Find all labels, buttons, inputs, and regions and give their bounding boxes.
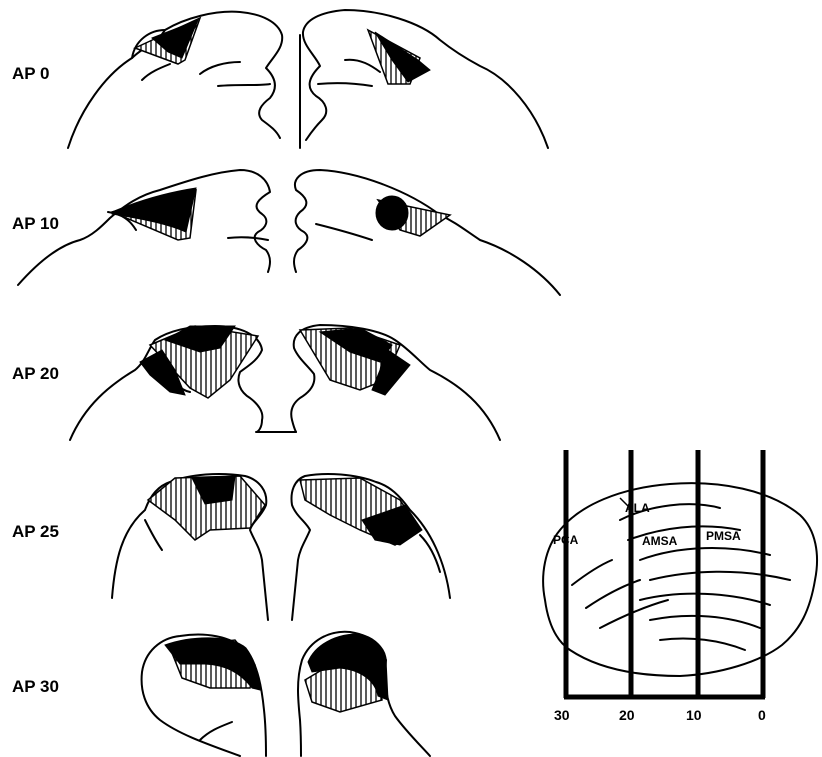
inset-outline [543, 483, 817, 676]
lesion-solid-area [376, 196, 408, 230]
section-ap25-left-hemisphere [112, 474, 268, 620]
inset-lateral-view: PCA ALA AMSA PMSA 30 20 10 0 [543, 450, 817, 723]
section-label-ap25: AP 25 [12, 522, 59, 541]
section-ap0-left-hemisphere [68, 12, 282, 148]
tick-label-30: 30 [554, 707, 570, 723]
section-ap20-right-hemisphere [291, 325, 500, 440]
section-ap20: AP 20 [12, 325, 500, 440]
section-label-ap0: AP 0 [12, 64, 50, 83]
section-ap30: AP 30 [12, 632, 430, 756]
region-label-ala: ALA [625, 501, 650, 515]
section-ap25-right-hemisphere [292, 474, 450, 620]
section-label-ap20: AP 20 [12, 364, 59, 383]
section-ap0-right-hemisphere [300, 10, 548, 148]
tick-label-10: 10 [686, 707, 702, 723]
section-ap25: AP 25 [12, 474, 450, 620]
region-label-amsa: AMSA [642, 534, 678, 548]
section-label-ap10: AP 10 [12, 214, 59, 233]
region-label-pca: PCA [553, 533, 579, 547]
section-ap10: AP 10 [12, 170, 560, 295]
region-label-pmsa: PMSA [706, 529, 741, 543]
section-label-ap30: AP 30 [12, 677, 59, 696]
section-ap30-left-hemisphere [142, 635, 266, 756]
tick-label-20: 20 [619, 707, 635, 723]
section-ap20-left-hemisphere [70, 326, 296, 440]
section-ap10-right-hemisphere [294, 170, 560, 295]
section-ap30-right-hemisphere [298, 632, 430, 756]
tick-label-0: 0 [758, 707, 766, 723]
section-ap0: AP 0 [12, 10, 548, 148]
